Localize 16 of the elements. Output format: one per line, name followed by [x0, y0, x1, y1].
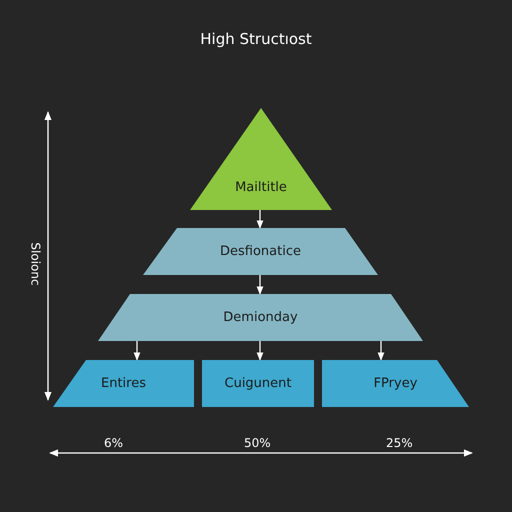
arrow [256, 210, 264, 229]
arrow [256, 341, 264, 361]
node-label: Mailtitle [235, 180, 287, 194]
percent-label: 25% [386, 436, 413, 450]
percent-label: 6% [104, 436, 124, 450]
percent-label: 50% [244, 436, 271, 450]
arrow [134, 341, 140, 361]
node-label: Demionday [223, 310, 298, 325]
diagram-title: High Structıost [199, 30, 313, 48]
node-label: Entires [101, 376, 146, 391]
arrow [378, 341, 384, 361]
node-label: FPryey [374, 376, 418, 391]
arrow [256, 275, 264, 295]
node-label: Cuigunent [224, 376, 292, 391]
axis-label: Sloionc [28, 242, 43, 286]
node-label: Desfionatice [220, 244, 301, 259]
